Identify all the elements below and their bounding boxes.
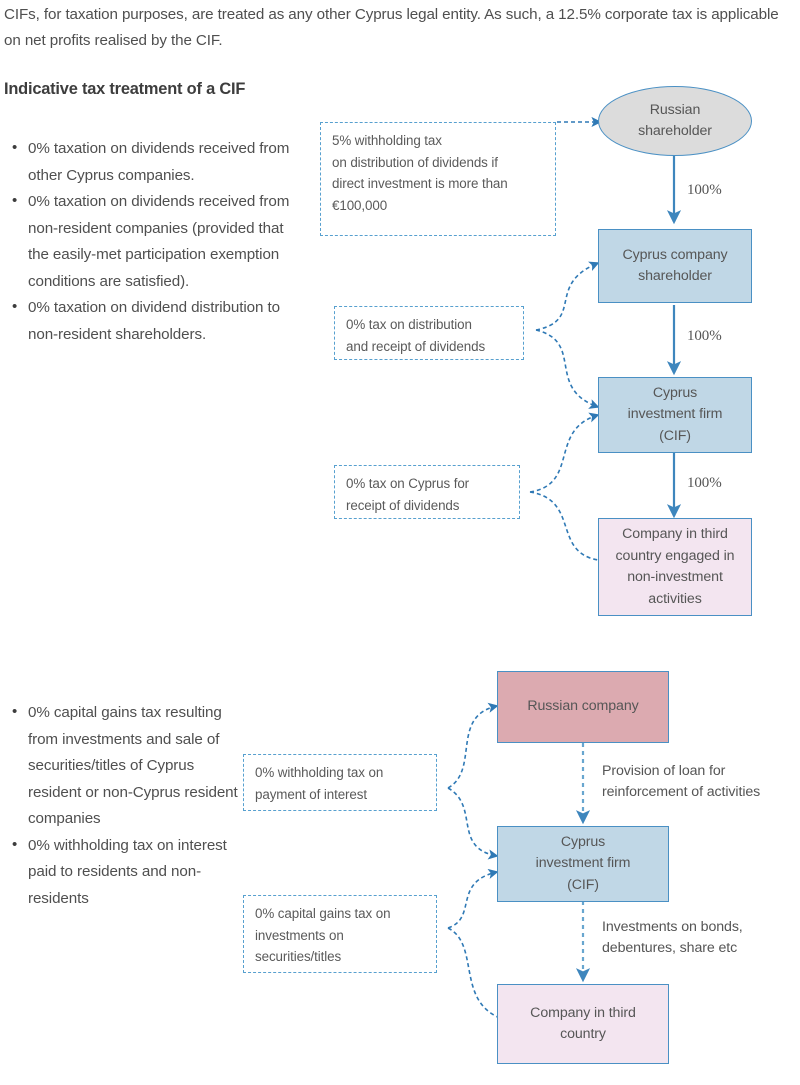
edge-label-loan: Provision of loan for reinforcement of a… [602, 761, 800, 803]
leader-callout2-to-cif [535, 329, 600, 409]
edge-label-line: Investments on bonds, [602, 919, 743, 935]
node-label-line: country [560, 1026, 606, 1042]
callout-line: €100,000 [332, 197, 388, 213]
node-label-line: Company in third [530, 1004, 636, 1021]
callout-line: investments on [255, 927, 344, 943]
callout-line: on distribution of dividends if [332, 154, 498, 170]
node-company-third-country-2: Company in third country [497, 984, 669, 1064]
callout-line: securities/titles [255, 949, 342, 964]
callout-0pct-distribution: 0% tax on distribution and receipt of di… [334, 306, 524, 360]
callout-line: 0% capital gains tax on [255, 906, 391, 921]
callout-line: direct investment is more than [332, 176, 508, 191]
edge-label-line: reinforcement of activities [602, 784, 761, 800]
node-label-line: Cyprus company [622, 246, 728, 263]
leader-callout3-to-third-country [529, 491, 599, 561]
node-label-line: investment firm [535, 855, 631, 872]
page-title: Indicative tax treatment of a CIF [4, 80, 246, 98]
callout-0pct-capital-gains: 0% capital gains tax on investments on s… [243, 895, 437, 973]
node-label-line: investment firm [627, 406, 723, 423]
leader-callout5-to-third-country-2 [447, 927, 501, 1019]
callout-0pct-withholding-interest: 0% withholding tax on payment of interes… [243, 754, 437, 811]
list-item: 0% withholding tax on interest paid to r… [4, 832, 244, 913]
list-item: 0% capital gains tax resulting from inve… [4, 699, 244, 833]
callout-line: 0% tax on distribution [346, 317, 472, 332]
list-item: 0% taxation on dividends received from n… [4, 188, 294, 295]
node-cyprus-investment-firm-2: Cyprus investment firm (CIF) [497, 826, 669, 902]
edge-label-investments: Investments on bonds, debentures, share … [602, 917, 800, 959]
node-label-line: country engaged in [615, 547, 735, 564]
edge-label-pct-3: 100% [687, 475, 722, 491]
edge-label-pct-1: 100% [687, 182, 722, 198]
node-label-line: activities [648, 590, 702, 607]
callout-line: 5% withholding tax [332, 133, 442, 148]
intro-paragraph: CIFs, for taxation purposes, are treated… [4, 6, 779, 49]
callout-line: receipt of dividends [346, 497, 460, 513]
node-company-third-country: Company in third country engaged in non-… [598, 518, 752, 616]
node-label-line: Russian [649, 101, 701, 118]
node-label-line: Cyprus [652, 384, 698, 401]
node-russian-shareholder: Russian shareholder [598, 86, 752, 156]
list-item: 0% taxation on dividend distribution to … [4, 294, 294, 348]
callout-line: 0% withholding tax on [255, 765, 384, 780]
leader-callout3-to-cif [529, 412, 600, 493]
leader-callout4-to-russian-company [447, 702, 499, 789]
node-russian-company: Russian company [497, 671, 669, 743]
node-label-line: Russian company [527, 698, 639, 715]
node-cyprus-investment-firm: Cyprus investment firm (CIF) [598, 377, 752, 453]
node-label-line: Cyprus [560, 833, 606, 850]
callout-line: 0% tax on Cyprus for [346, 476, 470, 491]
bullet-list-dividends: 0% taxation on dividends received from o… [4, 135, 294, 348]
node-label-line: Company in third [622, 526, 728, 542]
leader-callout5-to-cif-2 [447, 868, 499, 929]
leader-callout4-to-cif-2 [447, 787, 499, 860]
bullet-list-capital-gains: 0% capital gains tax resulting from inve… [4, 699, 244, 913]
list-item: 0% taxation on dividends received from o… [4, 135, 294, 189]
node-label-line: shareholder [638, 268, 712, 284]
callout-0pct-cyprus-receipt: 0% tax on Cyprus for receipt of dividend… [334, 465, 520, 519]
edge-label-line: Provision of loan for [602, 763, 726, 779]
node-label-line: non-investment [627, 569, 723, 585]
edge-label-line: debentures, share etc [602, 940, 738, 956]
edge-label-pct-2: 100% [687, 328, 722, 344]
node-label-line: shareholder [638, 123, 712, 139]
callout-5pct-withholding: 5% withholding tax on distribution of di… [320, 122, 556, 236]
leader-callout2-to-cyprus-company [535, 261, 600, 331]
node-label-line: (CIF) [567, 876, 599, 893]
node-label-line: (CIF) [659, 427, 691, 444]
callout-line: and receipt of dividends [346, 338, 486, 354]
node-cyprus-company-shareholder: Cyprus company shareholder [598, 229, 752, 303]
callout-line: payment of interest [255, 786, 367, 802]
